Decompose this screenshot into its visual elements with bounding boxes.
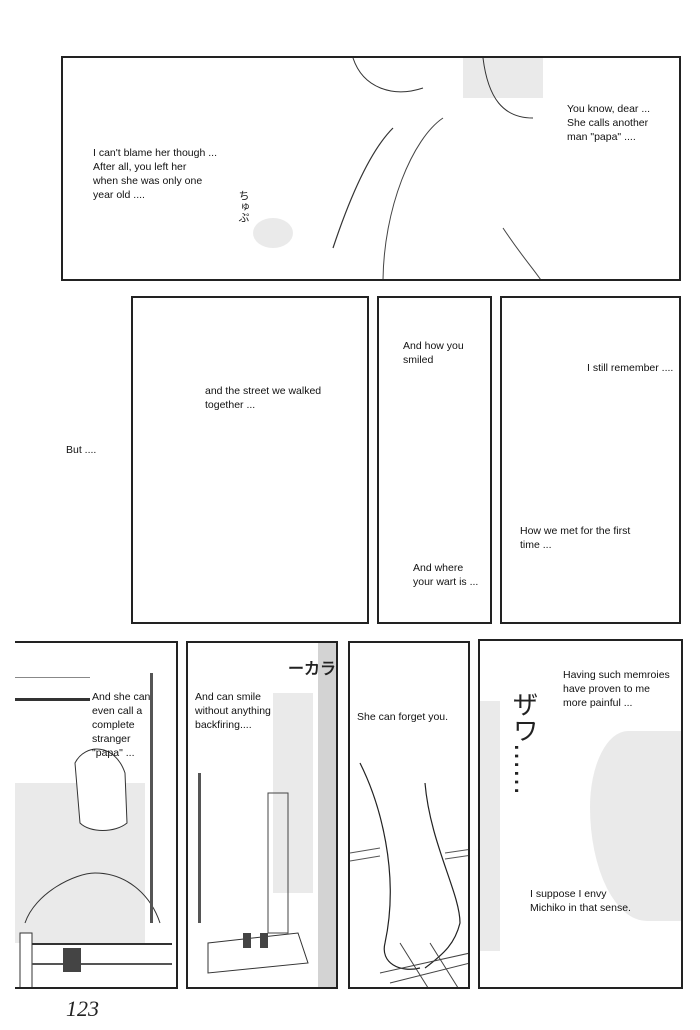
caption-left: I can't blame her though ... After all, …	[93, 147, 217, 201]
foot-lineart	[350, 762, 468, 987]
page-number: 123	[66, 996, 99, 1021]
caption-envy: I suppose I envy Michiko in that sense.	[530, 888, 631, 914]
caption-backfiring: And can smile without anything backfirin…	[195, 691, 271, 731]
vanity-lineart	[198, 773, 309, 974]
panel-2: and the street we walked together ...	[131, 296, 369, 624]
caption-wart: And where your wart is ...	[413, 562, 479, 588]
bar-line	[15, 698, 90, 701]
wall-tone	[318, 643, 336, 987]
caption-memories: Having such memroies have proven to me m…	[563, 669, 670, 709]
panel-1: ちゅぷ I can't blame her though ... After a…	[61, 56, 681, 281]
sfx-kara: ーカラ	[288, 659, 337, 678]
girl-back-lineart	[19, 673, 172, 987]
sfx-zawa: ザワ……	[508, 691, 538, 795]
panel-7: She can forget you.	[348, 641, 470, 989]
panel-3: And how you smiled And where your wart i…	[377, 296, 492, 624]
panel-4: I still remember .... How we met for the…	[500, 296, 681, 624]
caption-remember: I still remember ....	[587, 362, 674, 374]
caption-first-time: How we met for the first time ...	[520, 525, 631, 551]
caption-forget: She can forget you.	[357, 711, 449, 723]
hair-tone	[463, 58, 543, 98]
left-tone	[480, 701, 500, 951]
caption-stranger: And she can even call a complete strange…	[92, 691, 151, 759]
panel-5: And she can even call a complete strange…	[15, 641, 178, 989]
caption-but: But ....	[66, 444, 97, 456]
panel-6: ーカラ And can smile without anything backf…	[186, 641, 338, 989]
bar-line-thin	[15, 677, 90, 678]
caption-right: You know, dear ... She calls another man…	[567, 103, 651, 143]
panel-8: ザワ…… Having such memroies have proven to…	[478, 639, 683, 989]
caption-street: and the street we walked together ...	[205, 385, 322, 411]
cheek-tone	[253, 218, 293, 248]
sfx-chupu: ちゅぷ	[237, 190, 250, 223]
figure-lineart	[332, 58, 541, 279]
caption-smiled: And how you smiled	[403, 340, 464, 366]
